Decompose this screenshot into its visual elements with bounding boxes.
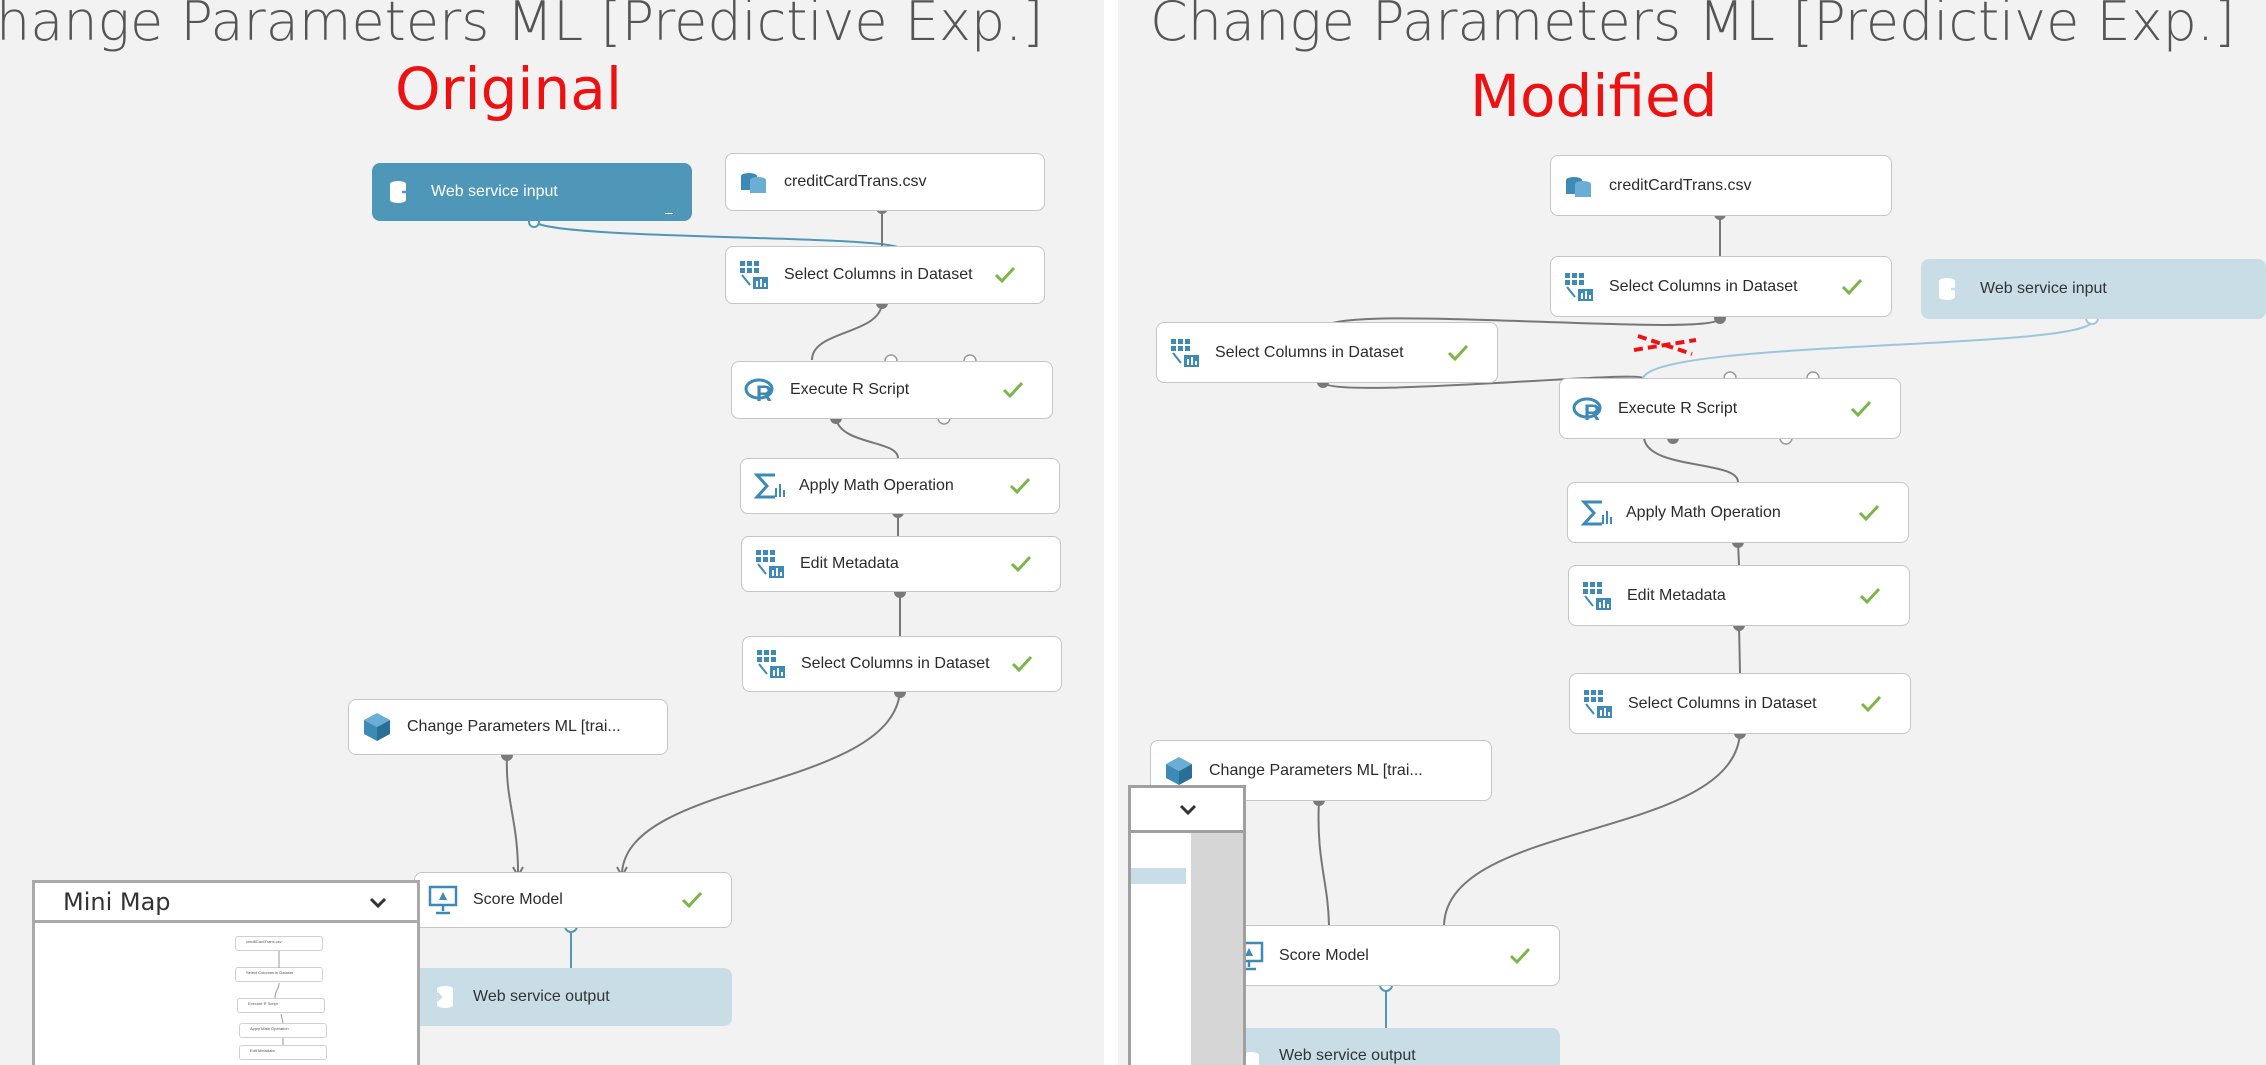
mini-map-header: Mini Map — [35, 883, 417, 923]
module-label: Execute R Script — [1618, 399, 1738, 417]
cube-model-icon — [361, 711, 393, 743]
table-columns-icon — [1582, 688, 1614, 720]
mini-map-edges — [274, 951, 284, 1045]
check-icon — [1007, 473, 1033, 499]
chevron-down-icon[interactable] — [1177, 798, 1199, 820]
check-icon — [1507, 943, 1533, 969]
modified-label: Modified — [1470, 62, 1718, 130]
web-service-output-module[interactable]: Web service output — [414, 968, 732, 1026]
mini-map-node: creditCardTrans.csv — [235, 936, 323, 951]
score-model-module[interactable]: Score Model — [414, 872, 732, 928]
table-columns-icon — [1581, 580, 1613, 612]
sigma-icon — [1580, 497, 1612, 529]
select-columns-module-1[interactable]: Select Columns in Dataset — [1550, 256, 1892, 317]
module-label: Score Model — [1279, 946, 1369, 964]
execute-r-script-module[interactable]: R Execute R Script — [731, 361, 1053, 419]
mini-map-node: Apply Math Operation — [239, 1023, 327, 1038]
module-label: Apply Math Operation — [1626, 503, 1781, 521]
module-label: Change Parameters ML [trai... — [1209, 761, 1423, 779]
edit-metadata-module[interactable]: Edit Metadata — [741, 536, 1061, 592]
table-columns-icon — [738, 259, 770, 291]
apply-math-operation-module[interactable]: Apply Math Operation — [1567, 482, 1909, 543]
score-model-icon — [427, 884, 459, 916]
r-script-icon: R — [1572, 393, 1604, 425]
module-label: Web service output — [473, 988, 610, 1005]
svg-text:R: R — [1584, 400, 1600, 425]
mini-map-body — [1131, 833, 1191, 1065]
check-icon — [1839, 274, 1865, 300]
web-service-input-icon — [1934, 273, 1966, 305]
score-model-module[interactable]: Score Model — [1220, 925, 1560, 986]
check-icon — [1445, 340, 1471, 366]
table-columns-icon — [754, 548, 786, 580]
select-columns-module-1[interactable]: Select Columns in Dataset — [725, 246, 1045, 304]
check-icon — [1856, 500, 1882, 526]
modified-experiment-panel: Change Parameters ML [Predictive Exp.] M… — [1118, 0, 2266, 1065]
mini-map-node: Execute R Script — [237, 998, 325, 1013]
module-label: creditCardTrans.csv — [784, 173, 927, 190]
dataset-icon — [738, 166, 770, 198]
check-icon — [1848, 396, 1874, 422]
module-label: Select Columns in Dataset — [1609, 277, 1798, 295]
mini-map-collapsed[interactable] — [1128, 785, 1246, 1065]
execute-r-script-module[interactable]: R Execute R Script — [1559, 378, 1901, 439]
dataset-module-creditcard[interactable]: creditCardTrans.csv — [725, 153, 1045, 211]
mini-map-header — [1131, 788, 1243, 833]
module-label: creditCardTrans.csv — [1609, 176, 1752, 194]
module-label: Web service output — [1279, 1047, 1416, 1064]
module-label: Apply Math Operation — [799, 477, 954, 494]
svg-text:R: R — [756, 381, 772, 406]
sigma-icon — [753, 470, 785, 502]
select-columns-module-2[interactable]: Select Columns in Dataset — [1569, 673, 1911, 734]
mini-map-node — [1131, 868, 1186, 884]
module-label: Select Columns in Dataset — [801, 655, 990, 672]
original-label: Original — [395, 55, 622, 123]
experiment-title: Change Parameters ML [Predictive Exp.] — [1150, 0, 2236, 53]
edit-metadata-module[interactable]: Edit Metadata — [1568, 565, 1910, 626]
module-label: Select Columns in Dataset — [1628, 694, 1817, 712]
select-columns-module-2[interactable]: Select Columns in Dataset — [742, 636, 1062, 692]
check-icon — [1008, 551, 1034, 577]
experiment-title: hange Parameters ML [Predictive Exp.] — [0, 0, 1044, 53]
dataset-icon — [1563, 170, 1595, 202]
module-label: Change Parameters ML [trai... — [407, 718, 621, 735]
module-label: Web service input — [1980, 280, 2107, 297]
check-icon — [679, 887, 705, 913]
mini-map-panel[interactable]: Mini Map creditCardTrans.csv Select Colu… — [32, 880, 420, 1065]
panel-divider — [1104, 0, 1118, 1065]
module-label: Edit Metadata — [800, 555, 899, 572]
module-label: Web service input — [431, 183, 558, 200]
check-icon — [1858, 691, 1884, 717]
web-service-output-icon — [427, 981, 459, 1013]
chevron-down-icon[interactable] — [367, 891, 389, 913]
module-label: Select Columns in Dataset — [784, 266, 973, 283]
collapse-marker — [665, 213, 673, 214]
check-icon — [1009, 651, 1035, 677]
select-columns-module-new[interactable]: Select Columns in Dataset — [1156, 322, 1498, 383]
web-service-input-module[interactable]: Web service input — [1921, 259, 2266, 319]
check-icon — [1857, 583, 1883, 609]
mini-map-node: Edit Metadata — [239, 1045, 327, 1060]
check-icon — [992, 262, 1018, 288]
web-service-input-module[interactable]: Web service input — [372, 163, 692, 221]
table-columns-icon — [755, 648, 787, 680]
module-label: Score Model — [473, 891, 563, 908]
original-experiment-panel: hange Parameters ML [Predictive Exp.] Or… — [0, 0, 1104, 1065]
r-script-icon: R — [744, 374, 776, 406]
web-service-input-icon — [385, 176, 417, 208]
table-columns-icon — [1169, 337, 1201, 369]
trained-model-module[interactable]: Change Parameters ML [trai... — [348, 699, 668, 755]
table-columns-icon — [1563, 271, 1595, 303]
cube-model-icon — [1163, 755, 1195, 787]
module-label: Execute R Script — [790, 381, 910, 398]
web-service-output-icon — [1233, 1047, 1265, 1065]
dataset-module-creditcard[interactable]: creditCardTrans.csv — [1550, 155, 1892, 216]
module-label: Edit Metadata — [1627, 586, 1726, 604]
mini-map-title: Mini Map — [63, 887, 171, 916]
apply-math-operation-module[interactable]: Apply Math Operation — [740, 458, 1060, 514]
module-label: Select Columns in Dataset — [1215, 343, 1404, 361]
check-icon — [1000, 377, 1026, 403]
web-service-output-module[interactable]: Web service output — [1220, 1028, 1560, 1065]
